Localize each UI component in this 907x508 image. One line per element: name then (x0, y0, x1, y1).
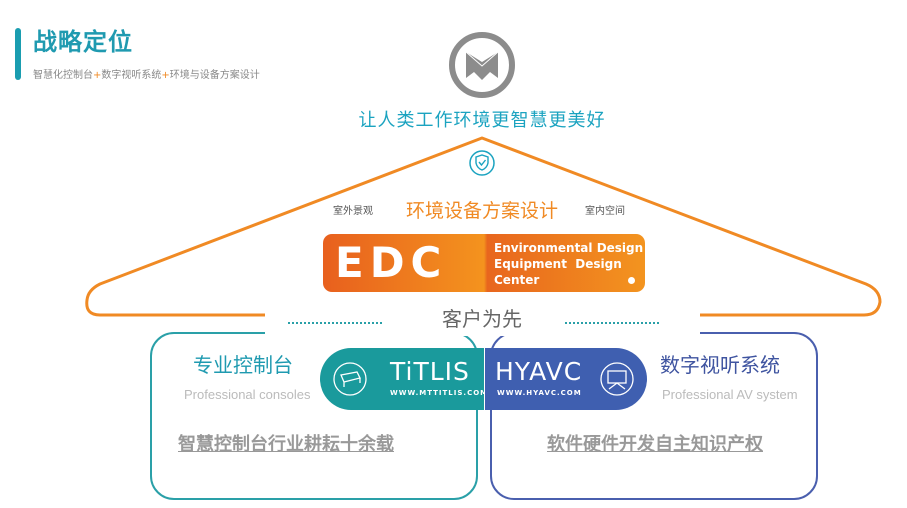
indoor-label: 室内空间 (585, 206, 625, 217)
roof-outline (85, 136, 882, 317)
hyavc-brand: HYAVC WWW.HYAVC.COM (485, 348, 647, 410)
edc-logo: EDC (335, 238, 448, 287)
page-subtitle: 智慧化控制台+数字视听系统+环境与设备方案设计 (33, 70, 260, 81)
consoles-en: Professional consoles (184, 387, 311, 402)
edc-dot (628, 277, 635, 284)
titlis-brand: TiTLIS WWW.MTTITLIS.COM (320, 348, 487, 410)
environment-title: 环境设备方案设计 (405, 200, 558, 222)
console-icon (333, 362, 367, 396)
company-logo-icon (449, 32, 515, 98)
av-en: Professional AV system (662, 387, 798, 402)
consoles-title: 专业控制台 (193, 353, 293, 377)
outdoor-label: 室外景观 (333, 206, 373, 217)
titlis-logo: TiTLIS (390, 357, 470, 386)
av-title: 数字视听系统 (660, 353, 780, 377)
brand-pill: TiTLIS WWW.MTTITLIS.COM HYAVC WWW.HYAVC.… (320, 348, 647, 410)
consoles-claim: 智慧控制台行业耕耘十余载 (178, 434, 394, 455)
customer-first: 客户为先 (442, 307, 522, 331)
screen-icon (600, 362, 634, 396)
page-title: 战略定位 (33, 28, 133, 56)
hyavc-logo: HYAVC (495, 357, 583, 386)
av-claim: 软件硬件开发自主知识产权 (547, 434, 763, 455)
slogan: 让人类工作环境更智慧更美好 (358, 110, 606, 131)
accent-bar (15, 28, 21, 80)
shield-icon (469, 150, 495, 176)
titlis-url: WWW.MTTITLIS.COM (390, 389, 489, 397)
hyavc-url: WWW.HYAVC.COM (497, 389, 582, 397)
